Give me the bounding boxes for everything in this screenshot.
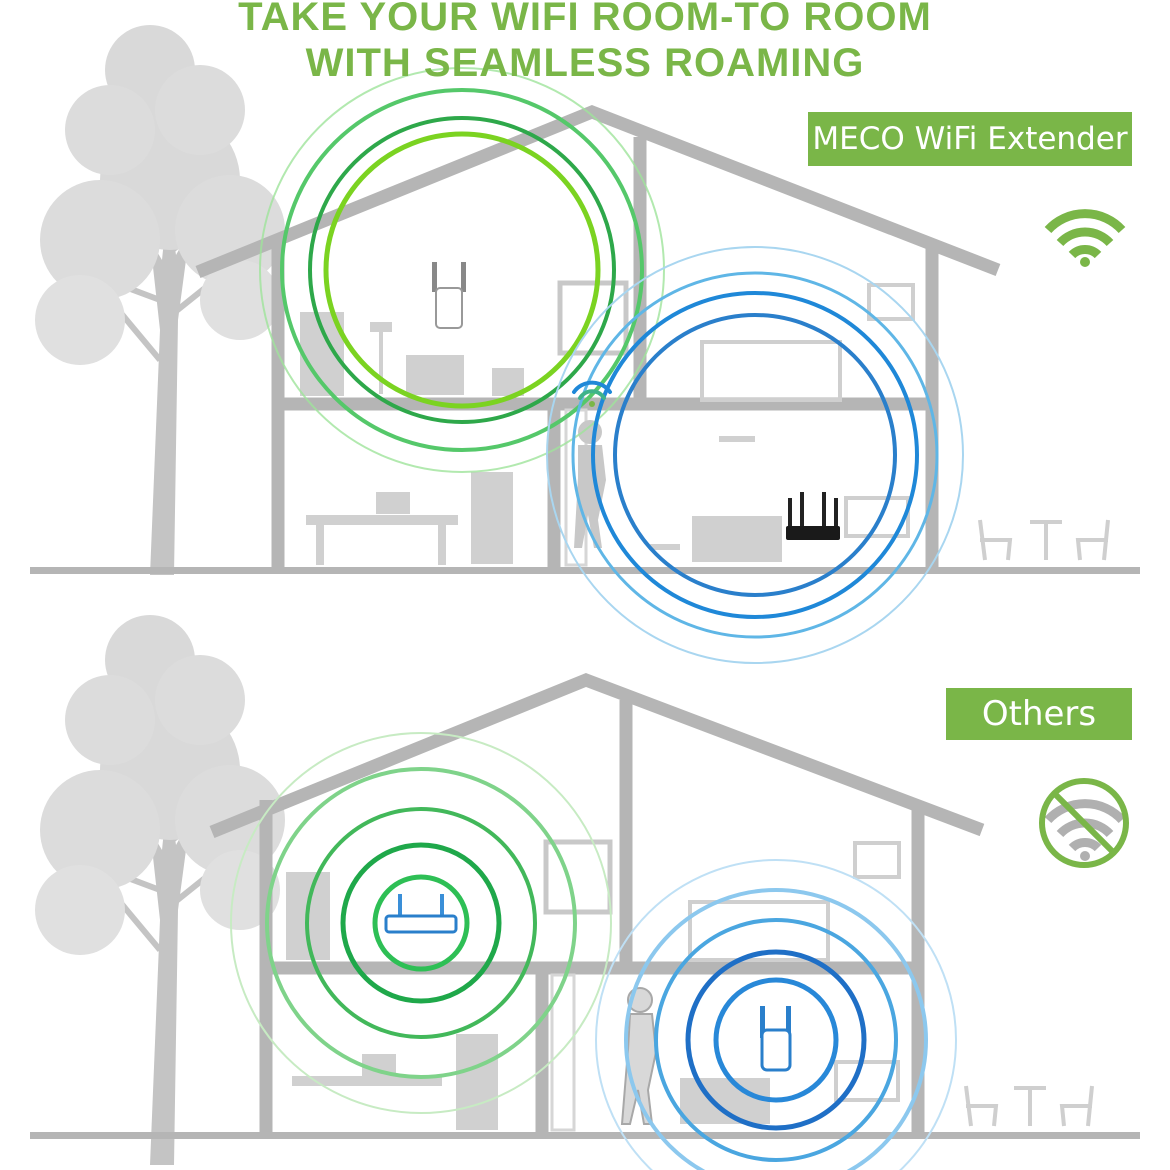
house-walls-bottom [259,700,925,1132]
extender-top [432,262,466,329]
ground-line-top [30,567,1140,574]
person-bottom [620,987,658,1125]
ground-line-bottom [30,1132,1140,1139]
patio-top [978,519,1110,561]
bottom-scene [30,615,1140,1170]
furniture-top [300,280,915,567]
no-wifi-icon [1039,778,1129,868]
patio-bottom [964,1085,1094,1127]
tree-top [35,25,285,575]
signal-rings-top [259,67,964,664]
router-bottom [384,894,458,934]
roof-top [195,105,1001,279]
roof-bottom [209,673,985,839]
meco-label: MECO WiFi Extender [808,112,1132,166]
router-top [786,492,840,540]
headline-line-1: TAKE YOUR WIFI ROOM-TO ROOM [238,0,932,39]
tree-bottom [35,615,285,1165]
others-label: Others [946,688,1132,740]
signal-rings-bottom [230,732,957,1170]
extender-bottom [760,1006,792,1072]
wifi-icon [1044,209,1126,267]
headline-line-2: WITH SEAMLESS ROAMING [305,41,865,85]
top-scene [30,25,1140,664]
small-wifi-top [572,380,612,407]
